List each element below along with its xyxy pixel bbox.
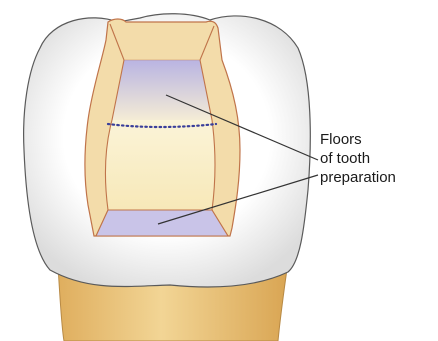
label-preparation: preparation <box>320 169 396 187</box>
cavity-center <box>105 120 215 210</box>
upper-floor <box>112 60 212 120</box>
label-floors: Floors <box>320 131 362 149</box>
label-of-tooth: of tooth <box>320 150 370 168</box>
